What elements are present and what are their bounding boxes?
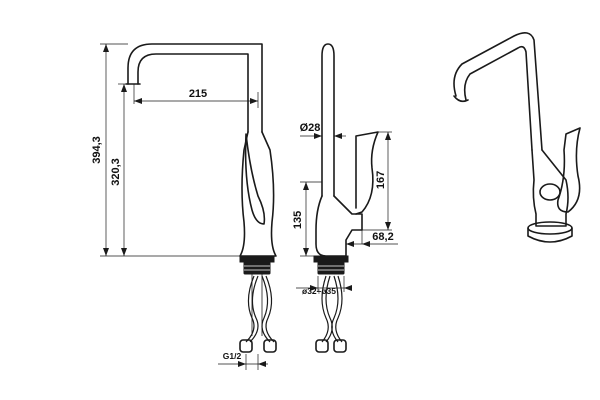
perspective-handle	[556, 127, 581, 213]
spout-height-label: 320,3	[110, 158, 122, 186]
perspective-view	[453, 32, 581, 243]
handle-height-label: 167	[375, 171, 387, 189]
handle-offset-label: 68,2	[372, 231, 393, 243]
side-hose-end-right	[333, 339, 347, 353]
side-view	[313, 43, 379, 353]
base-diameter-label: ø32÷ø35	[302, 286, 336, 296]
side-hose-end-left	[315, 339, 329, 353]
overall-height-label: 394,3	[91, 136, 103, 164]
front-base-ring	[239, 255, 275, 263]
front-handle	[244, 133, 266, 225]
front-dimensions: 394,3 320,3 215 G1/2	[91, 43, 268, 370]
side-hose-left	[321, 275, 329, 343]
body-height-label: 135	[292, 211, 304, 229]
perspective-base-top	[527, 221, 573, 235]
side-body	[315, 195, 363, 257]
front-mount-nut	[243, 261, 271, 275]
front-hose-end-left	[239, 339, 253, 353]
perspective-spout	[453, 32, 543, 151]
side-handle	[355, 131, 379, 215]
front-view	[125, 43, 277, 353]
side-base-ring	[313, 255, 349, 263]
side-mount-nut	[317, 261, 345, 275]
perspective-collar	[539, 183, 561, 201]
front-spout	[127, 43, 263, 133]
thread-label: G1/2	[223, 351, 242, 361]
spout-reach-label: 215	[189, 88, 207, 100]
side-dimensions: Ø28 167 135 68,2 ø32÷ø35	[292, 122, 398, 296]
front-hose-left	[245, 275, 255, 343]
perspective-body	[531, 149, 569, 227]
spout-diameter-label: Ø28	[300, 122, 321, 134]
side-spout	[321, 43, 335, 197]
front-spout-inner	[137, 53, 249, 133]
front-hose-end-right	[263, 339, 277, 353]
front-hose-right	[261, 275, 271, 343]
perspective-base	[527, 227, 573, 243]
side-hose-right	[331, 275, 339, 343]
